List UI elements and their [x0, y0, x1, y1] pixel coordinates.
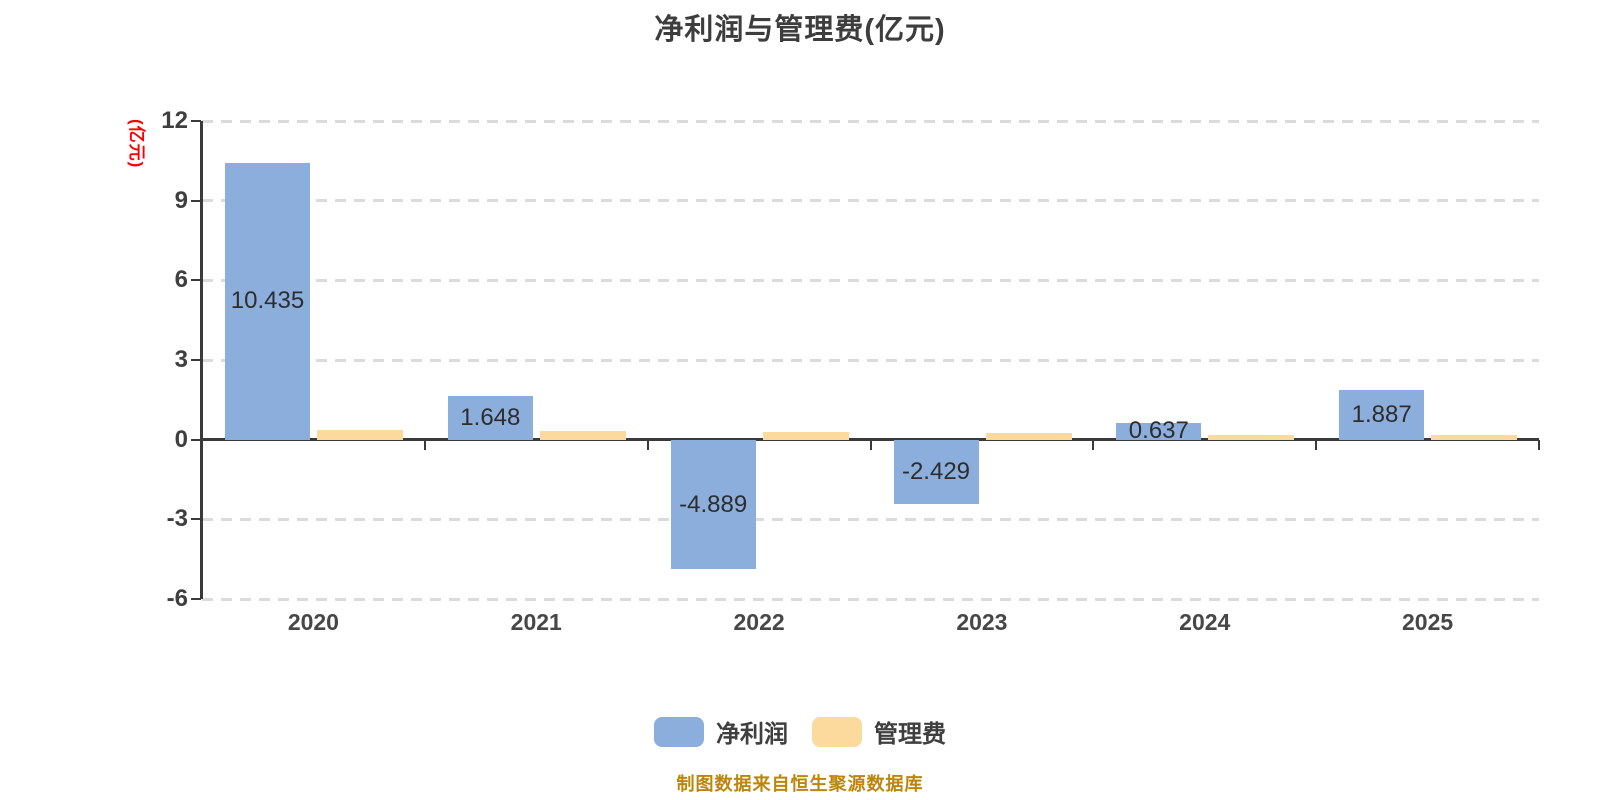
bar-value-label: 0.637 [1128, 417, 1189, 445]
y-axis-tick-label: 3 [174, 346, 188, 373]
x-axis-label-2020: 2020 [287, 609, 339, 635]
net-profit-bar-2025[interactable] [1339, 389, 1425, 440]
net-profit-bar-2022[interactable] [670, 439, 756, 570]
bar-value-label: 1.648 [460, 403, 521, 431]
y-axis-tick [191, 199, 201, 202]
bar-value-label: 10.435 [230, 287, 305, 315]
y-axis-tick [191, 279, 201, 282]
net-profit-bar-2021[interactable] [447, 395, 533, 440]
plot-area: 12 9 6 3 0 -3 -6 10.435 1.648 -4.889 -2.429 0.637 1.… [161, 107, 1540, 635]
x-axis-label-2022: 2022 [733, 609, 785, 635]
x-axis-tick [1538, 439, 1540, 450]
management-fee-bar-2020[interactable] [317, 429, 403, 440]
x-axis-label-2023: 2023 [956, 609, 1008, 635]
legend: 净利润 管理费 [0, 714, 1600, 749]
y-axis-tick [191, 598, 201, 600]
net-profit-swatch-icon [654, 716, 704, 747]
x-axis-tick [869, 439, 872, 450]
chart-title: 净利润与管理费(亿元) [654, 14, 946, 46]
gridline-12 [202, 119, 1539, 123]
legend-label-management-fee: 管理费 [874, 721, 946, 748]
y-axis-tick [191, 518, 201, 521]
gridline--6 [202, 597, 1539, 601]
legend-label-net-profit: 净利润 [716, 721, 788, 748]
x-axis-label-2025: 2025 [1401, 609, 1454, 635]
y-axis-tick-label: 9 [174, 186, 188, 214]
data-source-note: 制图数据来自恒生聚源数据库 [676, 774, 924, 794]
management-fee-bar-2021[interactable] [539, 430, 626, 440]
management-fee-swatch-icon [812, 716, 862, 747]
y-axis-tick [191, 120, 201, 122]
legend-item-management-fee[interactable]: 管理费 [812, 714, 946, 749]
x-axis-tick [201, 439, 203, 450]
y-axis-line [200, 121, 203, 599]
net-profit-bar-2024[interactable] [1116, 422, 1202, 440]
y-axis-tick-label: 6 [174, 266, 188, 294]
y-axis-tick-label: -6 [166, 585, 188, 612]
management-fee-bar-2023[interactable] [985, 432, 1072, 440]
bar-value-label: -2.429 [901, 457, 971, 485]
management-fee-bar-2024[interactable] [1208, 435, 1295, 440]
management-fee-bar-2025[interactable] [1431, 434, 1518, 440]
legend-item-net-profit[interactable]: 净利润 [654, 714, 788, 749]
x-axis-tick [646, 439, 649, 450]
x-axis-tick [1092, 439, 1095, 450]
y-axis-tick [191, 438, 201, 441]
x-axis-label-2021: 2021 [510, 609, 562, 635]
y-axis-tick-label: 12 [161, 107, 188, 134]
gridline--3 [202, 517, 1539, 521]
y-axis-tick-label: 0 [174, 425, 188, 453]
x-axis-label-2024: 2024 [1179, 609, 1231, 635]
x-axis-tick [1315, 439, 1318, 450]
y-axis-tick [191, 359, 201, 361]
management-fee-bar-2022[interactable] [762, 431, 849, 440]
gridline-9 [202, 199, 1539, 203]
net-profit-bar-2020[interactable] [225, 162, 310, 440]
x-axis-tick [423, 439, 426, 450]
gridline-6 [202, 278, 1539, 282]
bar-value-label: 1.887 [1351, 400, 1412, 428]
bar-value-label: -4.889 [679, 490, 748, 518]
y-axis-tick-label: -3 [166, 505, 188, 533]
gridline-3 [202, 358, 1539, 362]
net-profit-bar-2023[interactable] [893, 439, 979, 505]
